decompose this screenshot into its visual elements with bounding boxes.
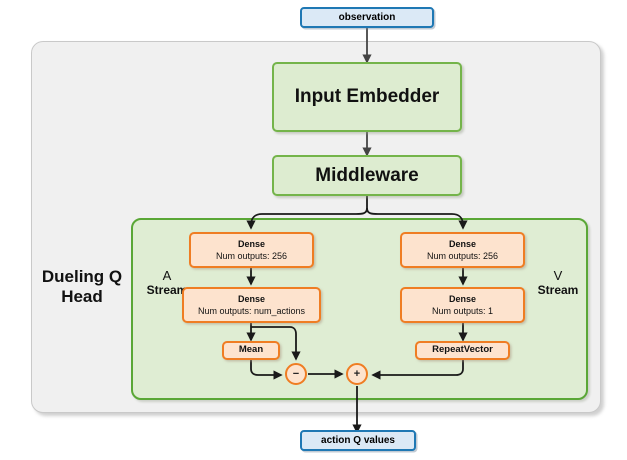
action-q-values-label: action Q values xyxy=(321,434,395,446)
middleware-label: Middleware xyxy=(315,164,419,186)
observation-label: observation xyxy=(338,11,396,23)
value-dense-1-title: Dense xyxy=(448,294,476,305)
mean-label: Mean xyxy=(238,344,264,356)
subtract-operator-symbol: − xyxy=(292,367,300,380)
value-dense-256-subtitle: Num outputs: 256 xyxy=(426,250,499,261)
advantage-stream-word: Stream xyxy=(146,282,188,297)
value-stream-word: Stream xyxy=(537,282,579,297)
advantage-dense-numactions-node[interactable]: Dense Num outputs: num_actions xyxy=(182,287,321,323)
advantage-dense-256-title: Dense xyxy=(237,239,265,250)
add-operator-symbol: + xyxy=(353,367,361,380)
value-dense-256-title: Dense xyxy=(448,239,476,250)
advantage-dense-256-node[interactable]: Dense Num outputs: 256 xyxy=(189,232,314,268)
add-operator-node[interactable]: + xyxy=(346,363,368,385)
advantage-dense-numactions-subtitle: Num outputs: num_actions xyxy=(197,305,306,316)
middleware-node[interactable]: Middleware xyxy=(272,155,462,196)
advantage-stream-label: A Stream xyxy=(140,268,194,298)
advantage-dense-numactions-title: Dense xyxy=(237,294,265,305)
value-dense-1-node[interactable]: Dense Num outputs: 1 xyxy=(400,287,525,323)
value-dense-256-node[interactable]: Dense Num outputs: 256 xyxy=(400,232,525,268)
input-embedder-node[interactable]: Input Embedder xyxy=(272,62,462,132)
value-stream-letter: V xyxy=(553,268,563,283)
advantage-stream-letter: A xyxy=(162,268,172,283)
dueling-q-head-title-text: Dueling Q Head xyxy=(41,267,123,306)
repeat-vector-node[interactable]: RepeatVector xyxy=(415,341,510,360)
value-dense-1-subtitle: Num outputs: 1 xyxy=(431,305,494,316)
value-stream-label: V Stream xyxy=(531,268,585,298)
dueling-q-head-title: Dueling Q Head xyxy=(36,267,128,306)
input-embedder-label: Input Embedder xyxy=(294,86,440,108)
repeat-vector-label: RepeatVector xyxy=(432,344,493,356)
advantage-dense-256-subtitle: Num outputs: 256 xyxy=(215,250,288,261)
subtract-operator-node[interactable]: − xyxy=(285,363,307,385)
action-q-values-node[interactable]: action Q values xyxy=(300,430,416,451)
mean-node[interactable]: Mean xyxy=(222,341,280,360)
observation-node[interactable]: observation xyxy=(300,7,434,28)
